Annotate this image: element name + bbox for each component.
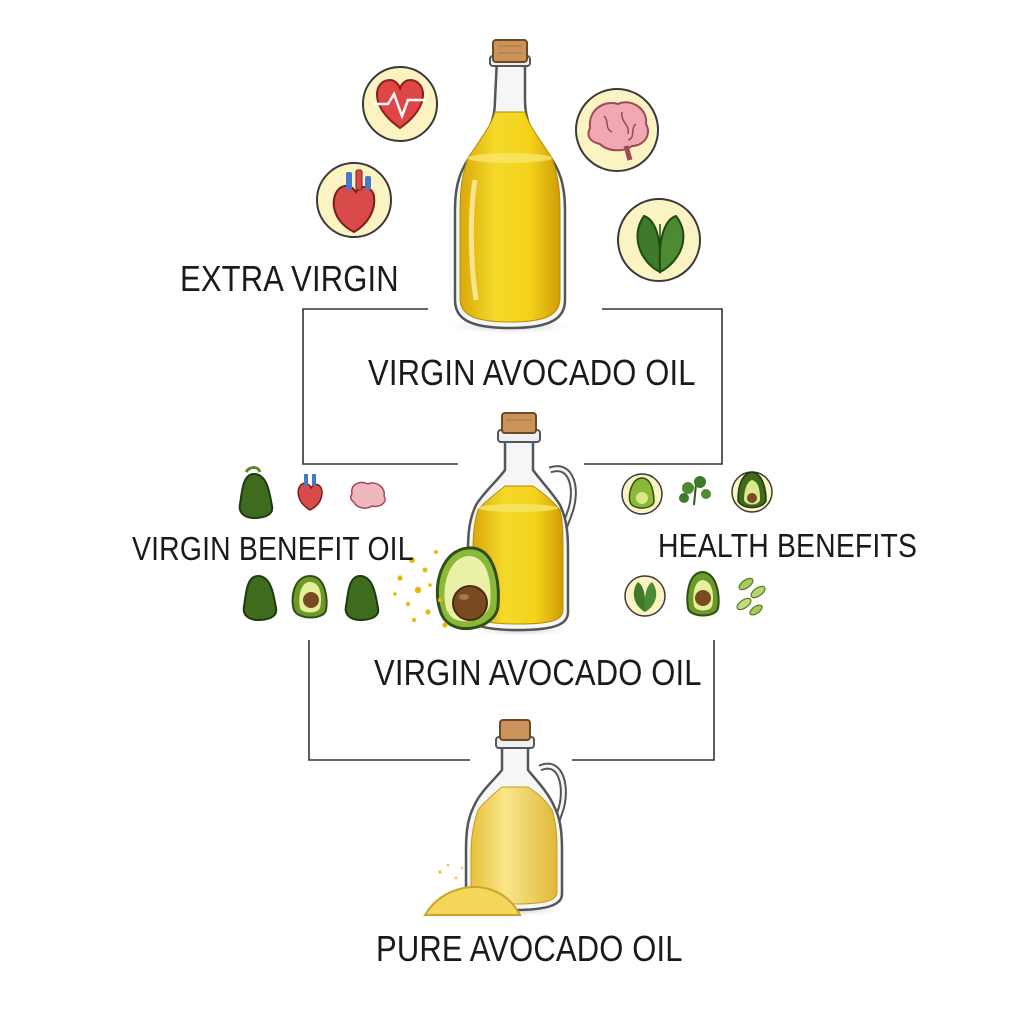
brain-icon	[575, 88, 659, 172]
connector-top-left	[302, 308, 458, 465]
anatomical-heart-icon-small	[297, 474, 323, 511]
oil-droplets	[393, 550, 448, 628]
avocado-half-circle-icon	[621, 473, 663, 515]
avocado-circle-icon	[731, 471, 773, 513]
avocado-icon-3	[344, 574, 380, 622]
avocado-half-large-icon	[435, 546, 500, 631]
herb-icon	[679, 476, 711, 506]
powder-pile	[423, 863, 522, 916]
label-virgin-avocado-oil-middle: VIRGIN AVOCADO OIL	[374, 652, 702, 693]
extra-virgin-bottle	[440, 39, 580, 335]
avocado-half-icon	[291, 574, 328, 619]
avocado-half-icon-2	[686, 570, 720, 617]
brain-icon-small	[349, 481, 386, 509]
connector-bottom-left	[308, 640, 470, 761]
spinach-leaf-circle-icon	[624, 575, 666, 617]
avocado-icon-2	[242, 574, 278, 622]
anatomical-heart-icon	[316, 162, 392, 238]
connector-bottom-right	[572, 640, 715, 761]
label-virgin-benefit-oil: VIRGIN BENEFIT OIL	[132, 530, 414, 567]
spinach-leaf-icon	[617, 198, 701, 282]
label-extra-virgin: EXTRA VIRGIN	[180, 258, 399, 299]
heart-pulse-icon	[362, 66, 438, 142]
connector-lines	[302, 308, 723, 761]
seed-pods-icon	[736, 577, 766, 616]
connector-top-right	[584, 308, 723, 465]
label-virgin-avocado-oil-top: VIRGIN AVOCADO OIL	[368, 352, 696, 393]
label-health-benefits: HEALTH BENEFITS	[658, 527, 918, 564]
avocado-icon	[238, 466, 274, 520]
label-pure-avocado-oil: PURE AVOCADO OIL	[376, 928, 683, 969]
